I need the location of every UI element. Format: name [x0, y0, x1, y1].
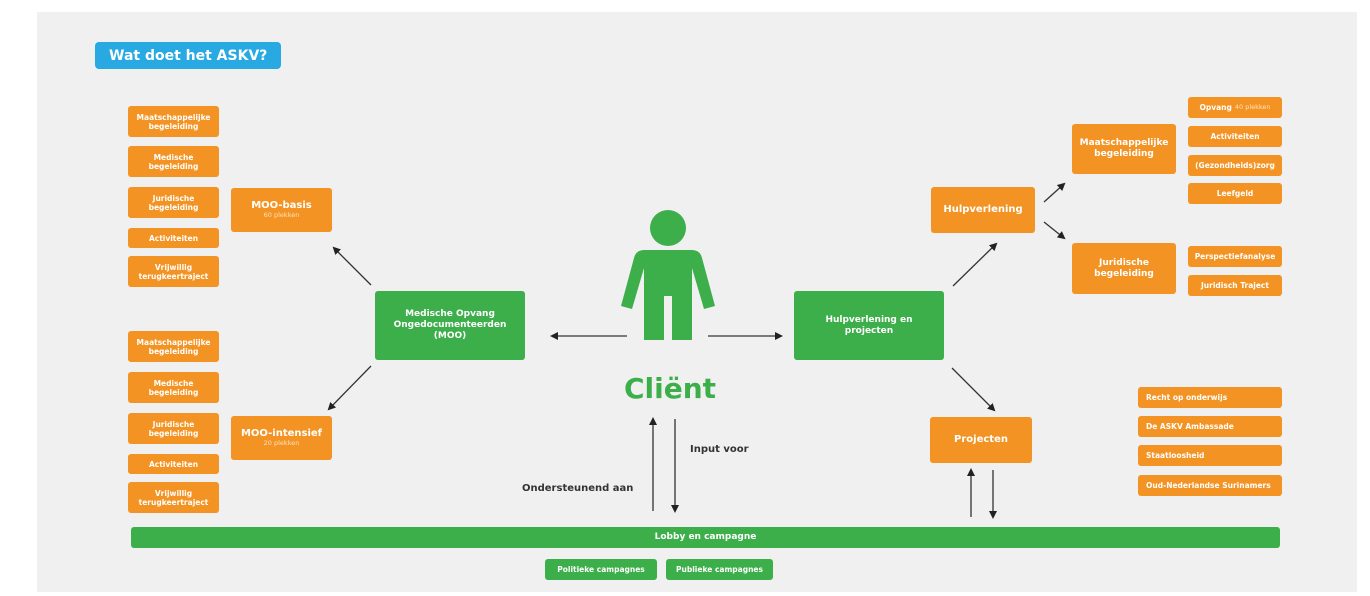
hulpverlening-box: Hulpverlening: [931, 187, 1035, 233]
juridisch-box: Juridische begeleiding: [1072, 243, 1176, 294]
moo-center-box: Medische Opvang Ongedocumenteerden (MOO): [375, 291, 525, 360]
jur-item-perspectief: Perspectiefanalyse: [1188, 246, 1282, 267]
page-title: Wat doet het ASKV?: [95, 42, 282, 69]
maat-item-opvang-label: Opvang: [1199, 103, 1232, 112]
moo-intensief-box: MOO-intensief 20 plekken: [231, 416, 332, 460]
intensief-item-juridisch: Juridische begeleiding: [128, 413, 219, 444]
client-person-icon: [621, 210, 715, 340]
intensief-item-medisch: Medische begeleiding: [128, 372, 219, 403]
moo-basis-label: MOO-basis: [251, 200, 312, 212]
projecten-box: Projecten: [930, 417, 1032, 463]
client-label: Cliënt: [623, 372, 717, 405]
project-item-surinamers: Oud-Nederlandse Surinamers: [1138, 475, 1282, 496]
maat-item-opvang: Opvang 40 plekken: [1188, 97, 1282, 118]
lobby-bar: Lobby en campagne: [131, 527, 1280, 548]
maat-item-activiteiten: Activiteiten: [1188, 126, 1282, 147]
intensief-item-terugkeer: Vrijwillig terugkeertraject: [128, 482, 219, 513]
politieke-campagnes: Politieke campagnes: [545, 559, 657, 580]
project-item-staatloosheid: Staatloosheid: [1138, 445, 1282, 466]
intensief-item-maatschappelijk: Maatschappelijke begeleiding: [128, 331, 219, 362]
moo-intensief-label: MOO-intensief: [240, 428, 323, 440]
basis-item-terugkeer: Vrijwillig terugkeertraject: [128, 256, 219, 287]
diagram-canvas: [37, 12, 1357, 592]
intensief-item-activiteiten: Activiteiten: [128, 454, 219, 474]
project-item-ambassade: De ASKV Ambassade: [1138, 416, 1282, 437]
basis-item-juridisch: Juridische begeleiding: [128, 187, 219, 218]
moo-basis-box: MOO-basis 60 plekken: [231, 188, 332, 232]
basis-item-maatschappelijk: Maatschappelijke begeleiding: [128, 106, 219, 137]
ondersteunend-label: Ondersteunend aan: [522, 483, 634, 494]
maat-item-zorg: (Gezondheids)zorg: [1188, 155, 1282, 176]
publieke-campagnes: Publieke campagnes: [666, 559, 773, 580]
maat-item-opvang-sub: 40 plekken: [1234, 102, 1271, 111]
maatschappelijk-box: Maatschappelijke begeleiding: [1072, 124, 1176, 174]
jur-item-traject: Juridisch Traject: [1188, 275, 1282, 296]
hulp-projecten-box: Hulpverlening en projecten: [794, 291, 944, 360]
maat-item-leefgeld: Leefgeld: [1188, 183, 1282, 204]
basis-item-activiteiten: Activiteiten: [128, 228, 219, 248]
moo-basis-sub: 60 plekken: [263, 211, 300, 220]
basis-item-medisch: Medische begeleiding: [128, 146, 219, 177]
moo-intensief-sub: 20 plekken: [263, 439, 300, 448]
project-item-onderwijs: Recht op onderwijs: [1138, 387, 1282, 408]
input-voor-label: Input voor: [690, 444, 749, 455]
